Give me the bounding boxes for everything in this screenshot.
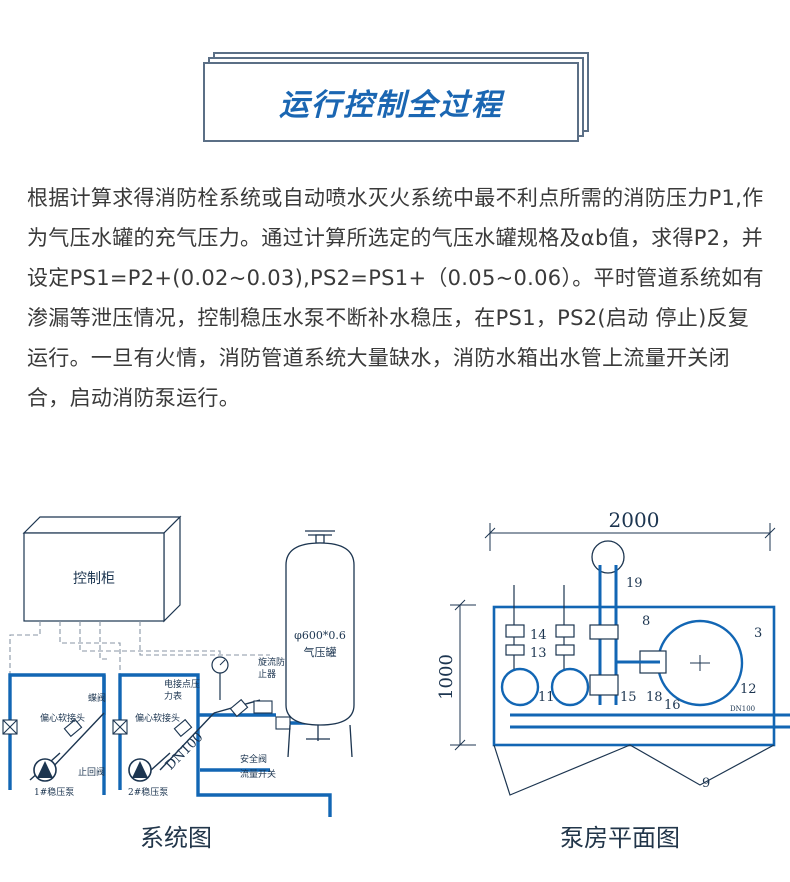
part-number-19: 19 <box>626 576 643 591</box>
label-pump-2: 2#稳压泵 <box>128 786 168 798</box>
dimension-lines <box>450 523 776 751</box>
part-number-18: 18 <box>646 690 663 705</box>
control-cabinet-label: 控制柜 <box>73 571 115 587</box>
label-vortex-2: 止器 <box>258 668 276 680</box>
part-number-12: 12 <box>740 682 757 697</box>
label-dn100-plan: DN100 <box>730 705 755 713</box>
description-paragraph: 根据计算求得消防栓系统或自动喷水灭火系统中最不利点所需的消防压力P1,作为气压水… <box>27 186 764 410</box>
system-diagram: 控制柜 <box>2 515 355 817</box>
pumps-plan <box>500 667 590 707</box>
tank-spec: φ600*0.6 <box>294 629 346 642</box>
valves <box>2 698 291 738</box>
label-dn100-system: DN100 <box>163 730 207 774</box>
label-flow-switch: 流量开关 <box>240 768 276 780</box>
section-title: 运行控制全过程 <box>279 88 503 123</box>
label-pump-1: 1#稳压泵 <box>34 786 74 798</box>
part-number-11: 11 <box>538 690 555 705</box>
pump-1-icon <box>33 758 57 782</box>
height-dimension: 1000 <box>436 654 457 700</box>
part-number-13: 13 <box>530 646 547 661</box>
label-vortex-1: 旋流防 <box>258 656 285 668</box>
outlet-pipe <box>510 713 790 729</box>
part-number-15: 15 <box>620 690 637 705</box>
part-number-14: 14 <box>530 628 547 643</box>
label-flex-joint-2: 偏心软接头 <box>135 712 180 724</box>
pressure-gauge-icon <box>211 656 229 700</box>
control-cabinet <box>22 515 182 623</box>
title-block: 运行控制全过程 <box>203 52 595 146</box>
tank-label: 气压罐 <box>304 645 337 659</box>
part-number-16: 16 <box>664 698 681 713</box>
label-butterfly-valve: 蝶阀 <box>88 692 106 704</box>
pump-2-icon <box>128 758 152 782</box>
part-number-9: 9 <box>702 776 710 791</box>
part-number-8: 8 <box>642 614 650 629</box>
label-safety-valve: 安全阀 <box>240 753 267 765</box>
label-pressure-gauge-1: 电接点压 <box>164 678 200 690</box>
plan-diagram-caption: 泵房平面图 <box>560 824 680 852</box>
plan-diagram: 2000 1000 DN100 19 8 <box>436 508 790 796</box>
room-base <box>493 744 775 796</box>
label-flex-joint-1: 偏心软接头 <box>40 712 85 724</box>
room-outline <box>492 605 776 747</box>
system-diagram-caption: 系统图 <box>140 824 212 852</box>
part-number-3: 3 <box>754 626 762 641</box>
title-frame-front <box>203 62 579 142</box>
pressure-tank <box>285 530 355 758</box>
width-dimension: 2000 <box>609 508 660 532</box>
label-check-valve: 止回阀 <box>78 766 105 778</box>
label-pressure-gauge-2: 力表 <box>164 690 182 702</box>
